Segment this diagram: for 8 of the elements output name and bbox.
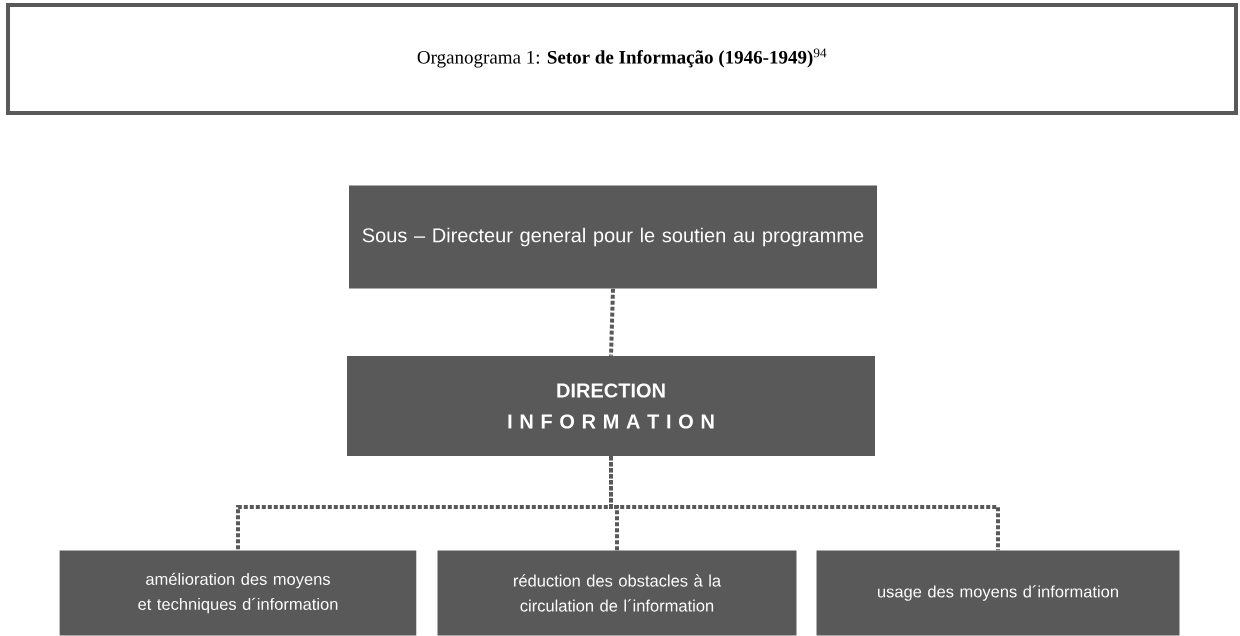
org-box: DIRECTION I N F O R M A T I O N xyxy=(347,356,875,456)
title: Organograma 1: Setor de Informação (1946-1949)$^{94}$ xyxy=(417,48,827,68)
org-box: Sous – Directeur general pour le soutien au programme xyxy=(349,185,877,289)
org-box: usage des moyens d´information xyxy=(816,550,1180,636)
connector-line xyxy=(609,288,615,356)
org-box: amélioration des moyens et techniques d´information xyxy=(59,550,417,636)
org-box: réduction des obstacles à la circulation de l´information xyxy=(437,550,797,636)
connector-line xyxy=(609,456,1000,551)
